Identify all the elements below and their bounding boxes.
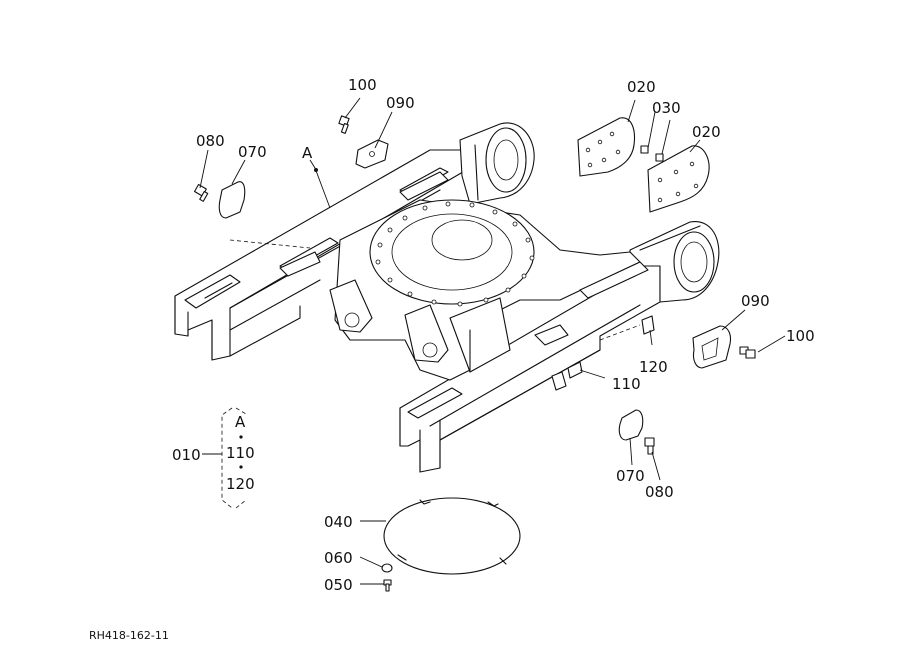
kit-box-labels: A 110 120 [226, 413, 255, 493]
bolt-100-upper [338, 115, 350, 134]
bracket-110 [551, 371, 567, 391]
label-060: 060 [324, 549, 353, 567]
plate-070-right [618, 409, 644, 441]
washer-060 [381, 563, 393, 573]
plate-120 [641, 315, 655, 335]
label-100-right: 100 [786, 327, 815, 345]
label-030: 030 [652, 99, 681, 117]
label-010: 010 [172, 446, 201, 464]
reference-code: RH418-162-11 [89, 629, 169, 642]
label-020-upper: 020 [627, 78, 656, 96]
kit-bracket-010 [202, 407, 247, 509]
bolt-080-left [193, 183, 209, 202]
kit-item-110: 110 [226, 444, 255, 462]
bolt-circle [375, 201, 535, 307]
label-080-left: 080 [196, 132, 225, 150]
cover-020-lower-holes [657, 161, 699, 203]
kit-item-a: A [235, 413, 246, 431]
label-100-upper: 100 [348, 76, 377, 94]
screw-050 [383, 579, 392, 592]
cover-020-lower [647, 145, 710, 213]
cover-020-upper-holes [585, 131, 621, 168]
bracket-090-right [692, 325, 732, 369]
label-a-ref: A [302, 144, 313, 162]
label-040: 040 [324, 513, 353, 531]
part-labels: 100 090 080 070 A 020 030 020 090 100 12… [172, 76, 815, 594]
bolt-100-right [739, 346, 756, 359]
round-plate-040 [383, 497, 521, 575]
label-070-left: 070 [238, 143, 267, 161]
plate-070-left [218, 181, 246, 219]
label-120-main: 120 [639, 358, 668, 376]
label-090-right: 090 [741, 292, 770, 310]
cover-020-upper [577, 117, 636, 177]
label-110-main: 110 [612, 375, 641, 393]
track-frame-drawing [174, 122, 720, 473]
label-020-lower: 020 [692, 123, 721, 141]
kit-item-120: 120 [226, 475, 255, 493]
label-070-right: 070 [616, 467, 645, 485]
label-080-right: 080 [645, 483, 674, 501]
bolt-080-right [644, 437, 655, 455]
leader-lines [199, 97, 786, 585]
label-050: 050 [324, 576, 353, 594]
label-090-upper: 090 [386, 94, 415, 112]
bolts-030 [640, 145, 664, 162]
